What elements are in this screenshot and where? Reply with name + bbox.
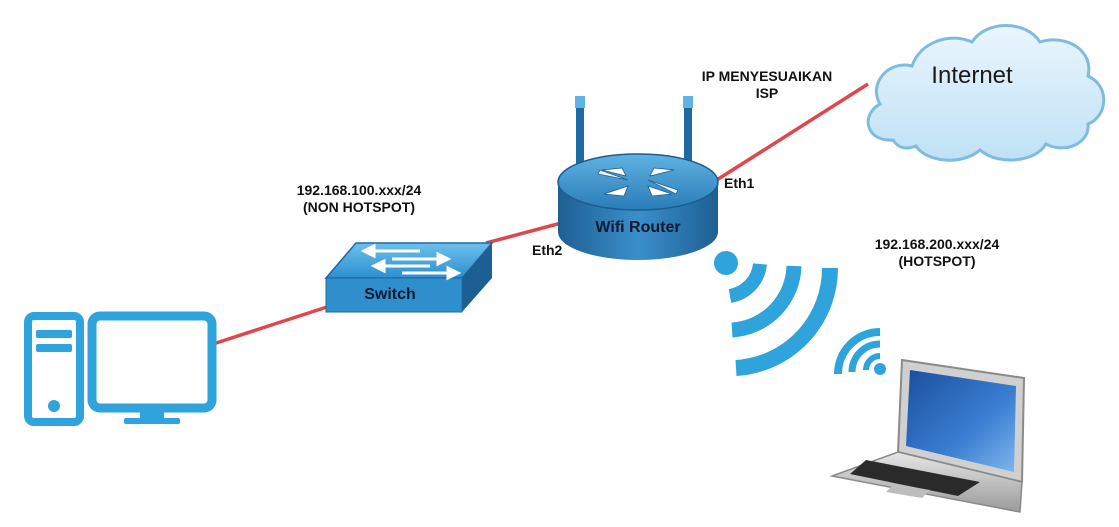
- cloud-icon: [866, 24, 1106, 162]
- links: [209, 82, 869, 347]
- switch-label: Switch: [364, 286, 416, 303]
- eth2-port-label: Eth2: [532, 242, 563, 258]
- isp-note: IP MENYESUAIKAN ISP: [676, 68, 858, 102]
- desktop-computer-icon: [24, 311, 217, 426]
- link-switch-router: [485, 220, 566, 245]
- laptop-icon: [829, 358, 1026, 513]
- hotspot-ip: 192.168.200.xxx/24: [874, 236, 1000, 252]
- router-icon: [557, 96, 719, 260]
- switch-icon: [324, 242, 494, 313]
- router-label: Wifi Router: [595, 219, 681, 236]
- hotspot-subnet: 192.168.200.xxx/24 (HOTSPOT): [852, 236, 1022, 270]
- link-router-internet: [711, 82, 869, 185]
- eth1-port-label: Eth1: [724, 175, 755, 191]
- isp-note-line1: IP MENYESUAIKAN: [701, 68, 833, 84]
- internet-label: Internet: [931, 62, 1013, 89]
- non-hotspot-ip: 192.168.100.xxx/24: [296, 182, 422, 198]
- non-hotspot-tag: (NON HOTSPOT): [303, 199, 415, 215]
- wifi-signal-icon: [714, 251, 839, 376]
- link-pc-switch: [209, 304, 331, 347]
- isp-note-line2: ISP: [755, 85, 779, 101]
- hotspot-tag: (HOTSPOT): [898, 253, 976, 269]
- non-hotspot-subnet: 192.168.100.xxx/24 (NON HOTSPOT): [268, 182, 450, 216]
- wifi-signal-small-icon: [834, 328, 886, 375]
